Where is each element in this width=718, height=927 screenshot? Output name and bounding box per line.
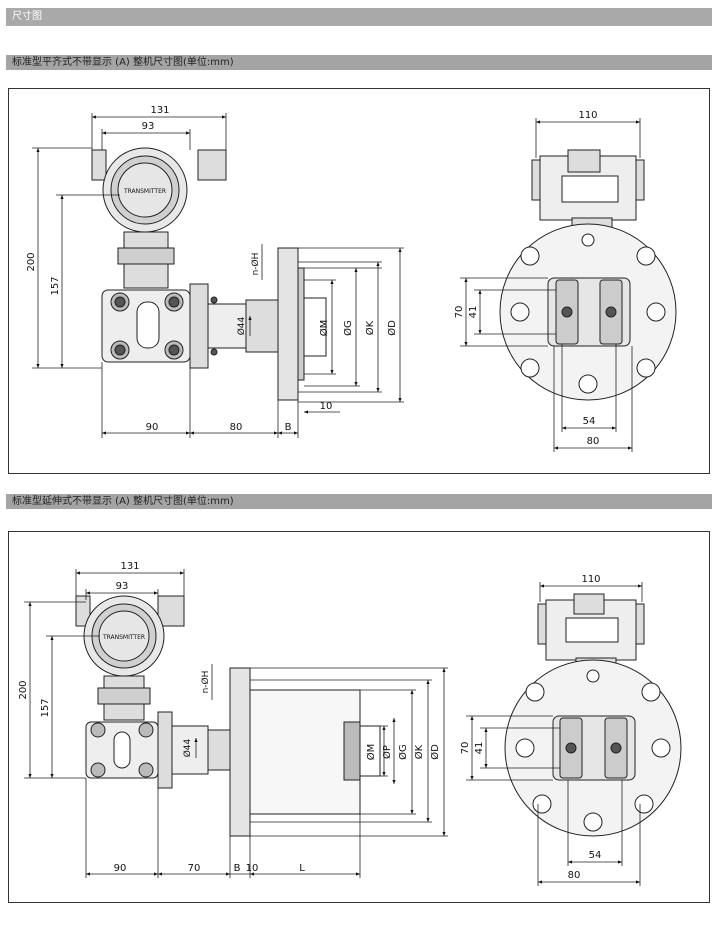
page-header-title: 尺寸图 (12, 11, 42, 22)
dim-110: 110 (578, 110, 597, 121)
dim-54: 54 (583, 416, 596, 427)
dim-70: 70 (188, 863, 201, 874)
dim-dP: ØP (381, 745, 393, 759)
dimension-lines (32, 113, 404, 438)
dim-54: 54 (589, 850, 602, 861)
dim-dD: ØD (386, 320, 398, 336)
dim-80: 80 (230, 422, 243, 433)
section2-front-view (504, 593, 682, 837)
dim-B: B (285, 422, 292, 433)
sensor-capsule (85, 721, 159, 779)
dim-93: 93 (116, 581, 129, 592)
section2-side-view: TRANSMITTER (24, 569, 448, 878)
dim-d44: Ø44 (182, 738, 193, 757)
dim-41: 41 (468, 306, 479, 319)
dim-157: 157 (50, 276, 61, 295)
section2-title-bar: 标准型延伸式不带显示 (A) 整机尺寸图(单位:mm) (6, 494, 712, 509)
dim-80r: 80 (587, 436, 600, 447)
dim-131: 131 (150, 105, 169, 116)
dim-131: 131 (120, 561, 139, 572)
transmitter-housing: TRANSMITTER (91, 147, 227, 233)
dim-93: 93 (142, 121, 155, 132)
section1-side-labels: 131 93 200 157 90 80 B 10 n-ØH Ø44 ØM ØG… (26, 105, 398, 433)
section1-front-view (499, 149, 677, 401)
dim-dG: ØG (397, 744, 409, 760)
section1-side-view: TRANSMITTER (32, 113, 404, 438)
dim-110: 110 (581, 574, 600, 585)
dim-nH: n-ØH (200, 671, 211, 694)
dim-200: 200 (18, 680, 29, 699)
section2-side-labels: 131 93 200 157 90 70 B 10 L n-ØH Ø44 ØM … (18, 561, 441, 874)
dim-dG: ØG (342, 320, 354, 336)
sensor-capsule (101, 289, 191, 363)
transmitter-neck (97, 675, 151, 721)
section2-title: 标准型延伸式不带显示 (A) 整机尺寸图(单位:mm) (12, 496, 234, 507)
section1-title-bar: 标准型平齐式不带显示 (A) 整机尺寸图(单位:mm) (6, 55, 712, 70)
dim-B: B (234, 863, 241, 874)
dim-dK: ØK (364, 320, 376, 335)
page-header-bar: 尺寸图 (6, 8, 712, 26)
dim-nH: n-ØH (250, 253, 261, 276)
dim-157: 157 (40, 698, 51, 717)
svg-text:TRANSMITTER: TRANSMITTER (102, 634, 145, 641)
extension-flange (157, 667, 381, 837)
dim-dM: ØM (318, 320, 330, 337)
section2-front-dims (466, 582, 643, 886)
dim-10: 10 (246, 863, 259, 874)
dim-200: 200 (26, 252, 37, 271)
dim-90: 90 (146, 422, 159, 433)
dim-d44: Ø44 (236, 316, 247, 335)
process-flange (189, 247, 327, 401)
dim-10: 10 (320, 401, 333, 412)
section2-front-labels: 110 70 41 54 80 (460, 574, 601, 881)
dim-dK: ØK (413, 744, 425, 759)
section1-front-labels: 110 70 41 54 80 (454, 110, 599, 447)
dim-dM: ØM (365, 744, 377, 761)
dim-90: 90 (114, 863, 127, 874)
dim-dD: ØD (429, 744, 441, 760)
section1-front-dims (460, 118, 641, 452)
dim-80r: 80 (568, 870, 581, 881)
section1-title: 标准型平齐式不带显示 (A) 整机尺寸图(单位:mm) (12, 57, 234, 68)
svg-text:TRANSMITTER: TRANSMITTER (123, 188, 166, 195)
dim-70: 70 (460, 742, 471, 755)
transmitter-neck (117, 231, 175, 289)
dim-41: 41 (474, 742, 485, 755)
transmitter-housing: TRANSMITTER (75, 595, 185, 677)
dimension-lines (24, 569, 448, 878)
dim-L: L (299, 863, 305, 874)
dim-70: 70 (454, 306, 465, 319)
